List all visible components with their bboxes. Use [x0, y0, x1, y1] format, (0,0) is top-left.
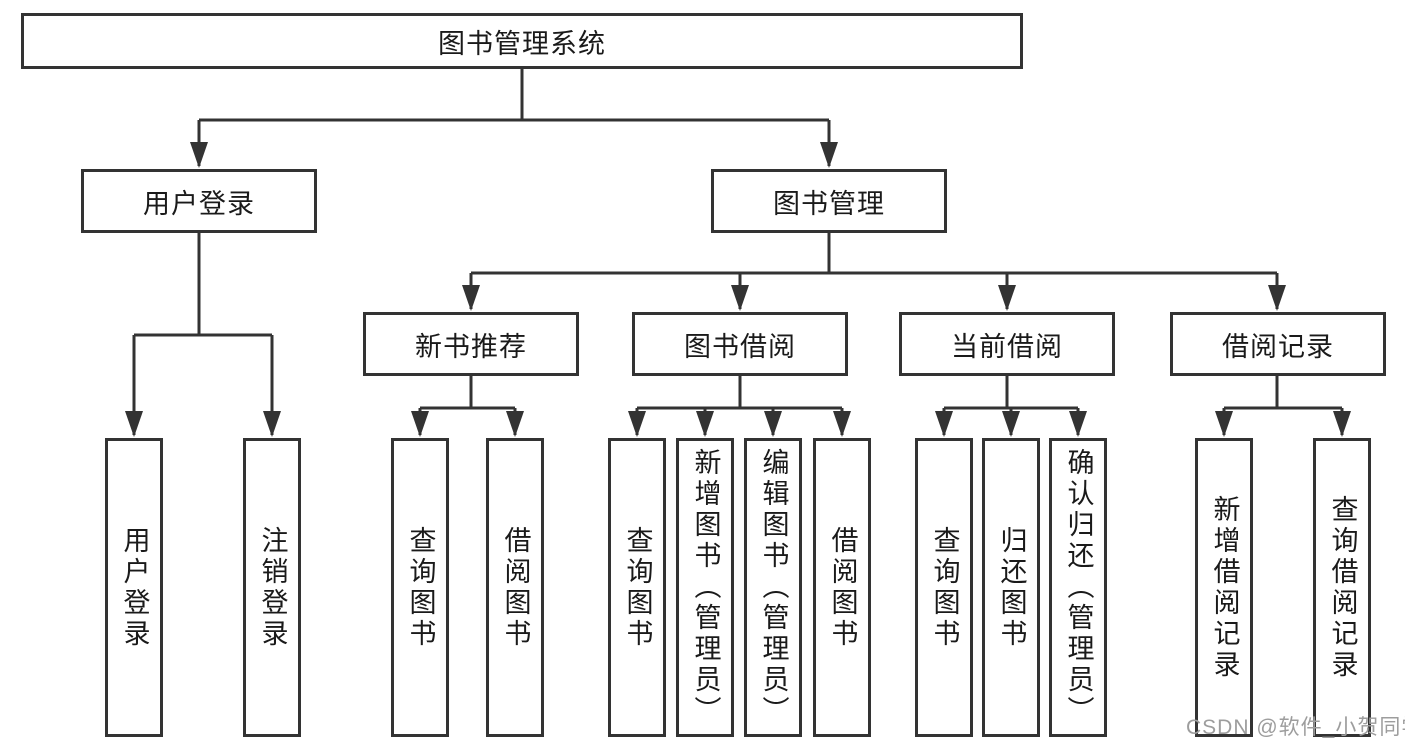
leaf-query-book-borrow: 查询图书: [608, 438, 666, 737]
node-new-book-recommend: 新书推荐: [363, 312, 579, 376]
leaf-query-book-recommend: 查询图书: [391, 438, 449, 737]
node-user-login: 用户登录: [81, 169, 317, 233]
leaf-edit-book-admin: 编辑图书（管理员）: [744, 438, 802, 737]
leaf-add-borrow-record: 新增借阅记录: [1195, 438, 1253, 737]
leaf-add-book-admin: 新增图书（管理员）: [676, 438, 734, 737]
csdn-watermark: CSDN @软件_小贺同学: [1186, 716, 1405, 739]
leaf-query-book-current: 查询图书: [915, 438, 973, 737]
node-borrow-records: 借阅记录: [1170, 312, 1386, 376]
leaf-borrow-book-recommend: 借阅图书: [486, 438, 544, 737]
leaf-confirm-return-admin: 确认归还（管理员）: [1049, 438, 1107, 737]
leaf-logout: 注销登录: [243, 438, 301, 737]
node-book-borrow: 图书借阅: [632, 312, 848, 376]
node-root-system: 图书管理系统: [21, 13, 1023, 69]
leaf-user-login: 用户登录: [105, 438, 163, 737]
leaf-return-book: 归还图书: [982, 438, 1040, 737]
node-current-borrow: 当前借阅: [899, 312, 1115, 376]
leaf-query-borrow-record: 查询借阅记录: [1313, 438, 1371, 737]
leaf-borrow-book-borrow: 借阅图书: [813, 438, 871, 737]
node-book-management: 图书管理: [711, 169, 947, 233]
